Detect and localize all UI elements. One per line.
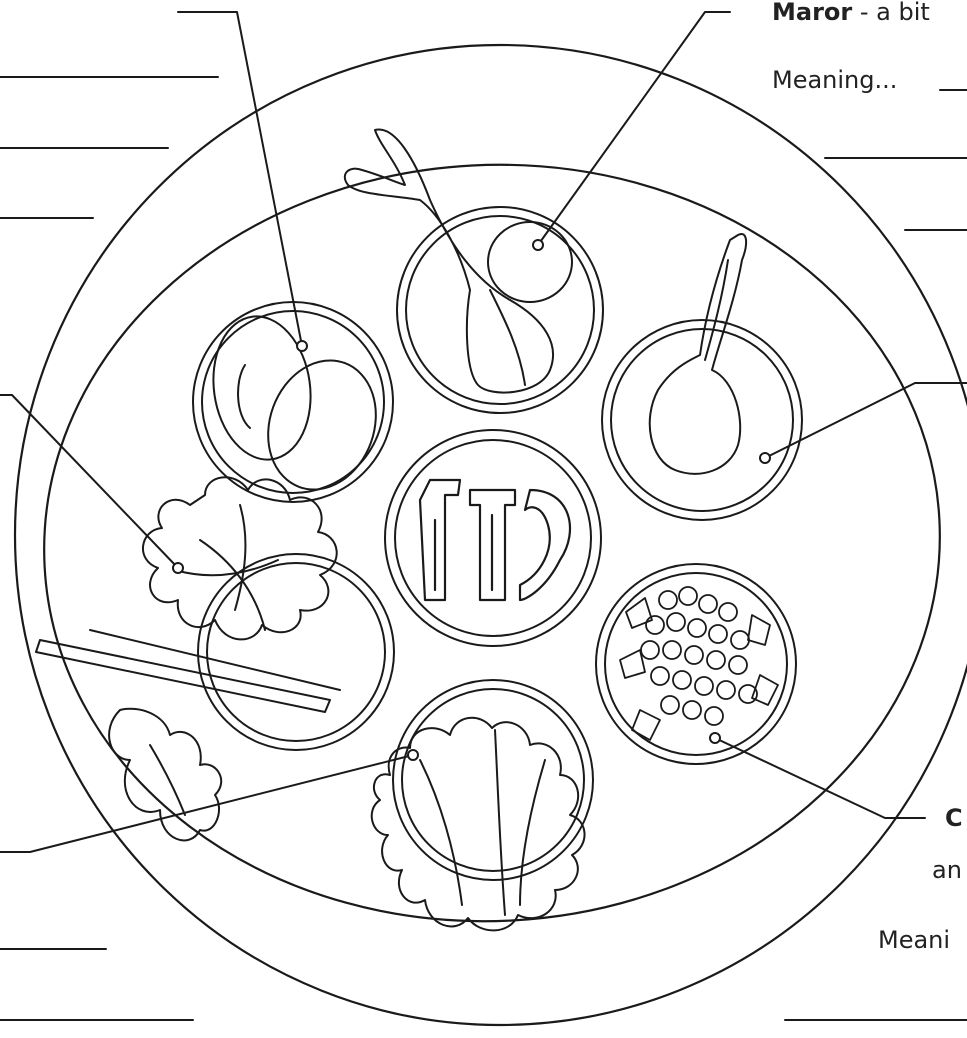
pointer-dot: [297, 341, 307, 351]
bowl-left-bottom: [198, 554, 394, 750]
charoset-description: an: [932, 858, 962, 882]
bowl-right-top: [602, 320, 802, 520]
shankbone-illustration: [650, 234, 746, 474]
pointer-dot: [710, 733, 720, 743]
maror-name: Maror: [772, 0, 852, 26]
egg-illustration: [204, 310, 393, 505]
charoset-name: C: [945, 804, 963, 832]
charoset-label: C: [945, 806, 963, 830]
horseradish-illustration: [345, 130, 572, 393]
pointer-dot: [760, 453, 770, 463]
maror-meaning-label: Meaning...: [772, 68, 897, 92]
pointer-maror: [538, 12, 730, 245]
pointer-shankbone: [765, 383, 967, 458]
pointer-egg: [178, 12, 302, 346]
bowl-bottom: [393, 680, 593, 880]
bowl-left-top: [193, 302, 393, 502]
bowl-right-top-inner: [611, 329, 793, 511]
pointer-lines: [0, 12, 967, 852]
pointer-dot: [408, 750, 418, 760]
charoset-illustration: [620, 587, 778, 740]
maror-label: Maror - a bit: [772, 0, 930, 24]
pointer-parsley: [0, 395, 178, 568]
bowl-left-bottom-inner: [207, 563, 385, 741]
pointer-dot: [173, 563, 183, 573]
charoset-meaning-label: Meani: [878, 928, 950, 952]
maror-description: - a bit: [852, 0, 930, 26]
pointer-dot: [533, 240, 543, 250]
hebrew-lettering: [420, 480, 570, 600]
